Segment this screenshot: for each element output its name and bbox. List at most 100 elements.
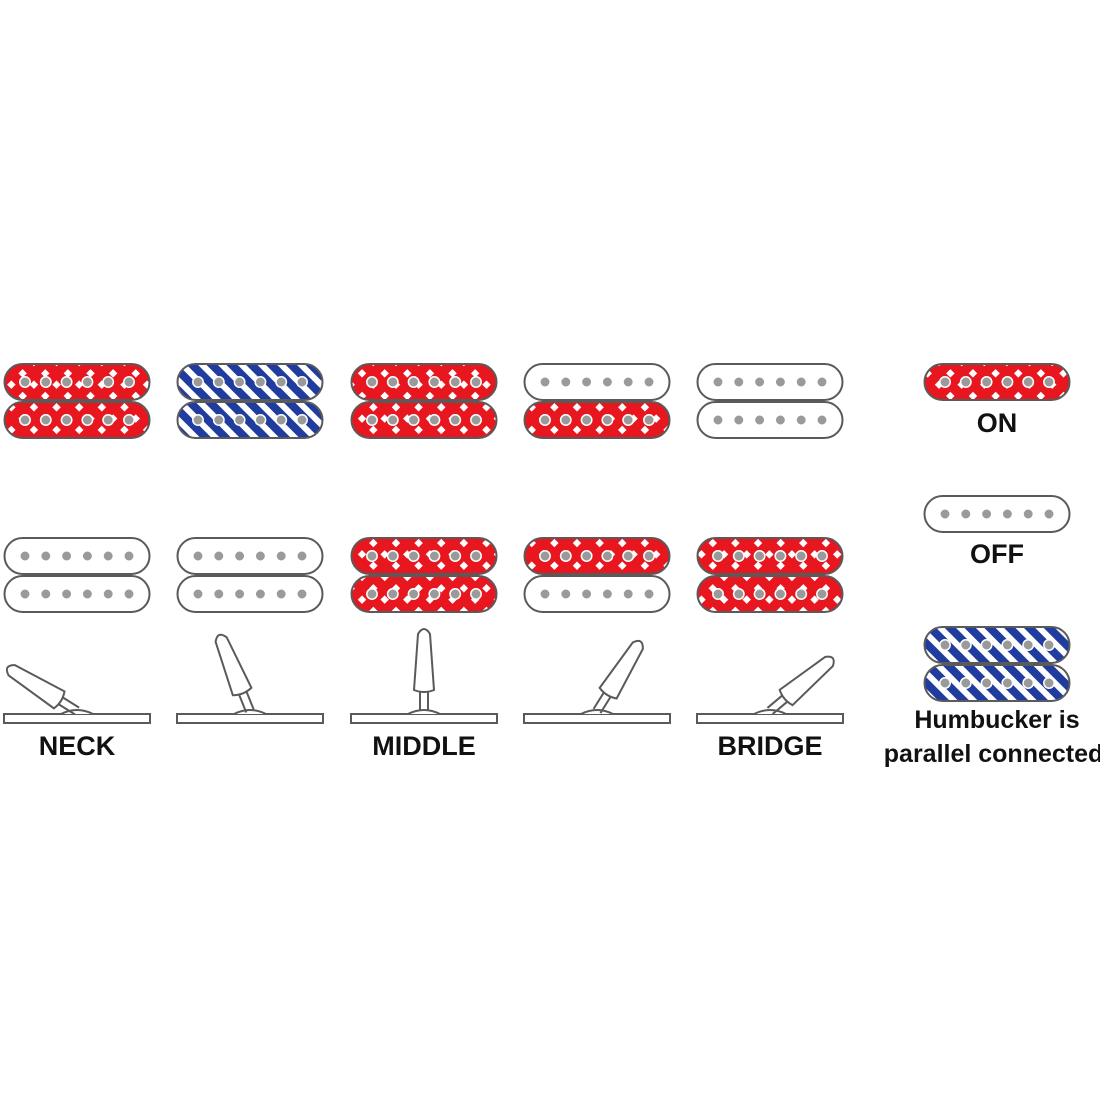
pole-piece bbox=[428, 376, 441, 388]
pole-piece bbox=[712, 588, 724, 600]
pole-piece bbox=[1001, 639, 1014, 651]
pole-piece bbox=[212, 550, 225, 562]
pole-piece bbox=[580, 414, 593, 426]
pole-piece bbox=[980, 639, 993, 651]
pole-piece bbox=[580, 588, 593, 600]
pickup-coil-lower bbox=[350, 401, 498, 439]
coil-body bbox=[923, 363, 1071, 401]
position-label: MIDDLE bbox=[372, 731, 476, 761]
pole-piece bbox=[732, 550, 745, 562]
pole-piece bbox=[580, 550, 593, 562]
pole-piece bbox=[559, 550, 572, 562]
neck-humbucker bbox=[350, 363, 498, 439]
switch-lever bbox=[592, 639, 644, 714]
pole-piece bbox=[449, 376, 462, 388]
pole-piece bbox=[795, 550, 808, 562]
pole-piece bbox=[81, 414, 94, 426]
pole-piece bbox=[254, 550, 267, 562]
pole-piece bbox=[959, 508, 972, 520]
pole-piece bbox=[712, 376, 724, 388]
coil-body bbox=[696, 575, 844, 613]
pole-piece bbox=[622, 414, 635, 426]
pole-piece bbox=[470, 588, 482, 600]
legend-parallel-humbucker bbox=[923, 626, 1071, 702]
pickup-coil-lower bbox=[3, 401, 151, 439]
pole-piece bbox=[959, 639, 972, 651]
pole-piece bbox=[539, 376, 551, 388]
pole-piece bbox=[732, 376, 745, 388]
pole-piece bbox=[192, 550, 204, 562]
pole-piece bbox=[643, 588, 655, 600]
pole-piece bbox=[939, 677, 951, 689]
pole-piece bbox=[449, 414, 462, 426]
switch-lever-tip bbox=[778, 655, 835, 707]
pole-piece bbox=[192, 588, 204, 600]
bridge-humbucker bbox=[523, 537, 671, 613]
pole-piece bbox=[39, 588, 52, 600]
pickup-coil-upper bbox=[350, 537, 498, 575]
coil-body bbox=[923, 664, 1071, 702]
pole-piece bbox=[795, 588, 808, 600]
position-label: BRIDGE bbox=[717, 731, 822, 761]
switch-lever-tip bbox=[5, 664, 66, 710]
coil-body bbox=[523, 363, 671, 401]
pickup-coil-lower bbox=[523, 575, 671, 613]
switch-pivot bbox=[233, 709, 267, 715]
neck-humbucker bbox=[176, 363, 324, 439]
pole-piece bbox=[19, 588, 31, 600]
pole-piece bbox=[712, 414, 724, 426]
pole-piece bbox=[980, 508, 993, 520]
pole-piece bbox=[428, 588, 441, 600]
pole-piece bbox=[816, 414, 828, 426]
bridge-humbucker bbox=[696, 537, 844, 613]
switch-lever bbox=[214, 633, 255, 713]
pole-piece bbox=[366, 376, 378, 388]
pole-piece bbox=[60, 414, 73, 426]
pole-piece bbox=[601, 550, 614, 562]
pole-piece bbox=[1001, 508, 1014, 520]
coil-body bbox=[350, 363, 498, 401]
pole-piece bbox=[470, 376, 482, 388]
pole-piece bbox=[275, 376, 288, 388]
switch-position-5: BRIDGE bbox=[696, 363, 844, 761]
pole-piece bbox=[643, 414, 655, 426]
pickup-coil-upper bbox=[523, 537, 671, 575]
selector-switch-bridge bbox=[696, 655, 844, 724]
pole-piece bbox=[559, 376, 572, 388]
pole-piece bbox=[102, 414, 115, 426]
pole-piece bbox=[212, 414, 225, 426]
coil-body bbox=[923, 495, 1071, 533]
pole-piece bbox=[559, 588, 572, 600]
selector-switch-middle-bridge bbox=[523, 639, 671, 724]
pole-piece bbox=[774, 550, 787, 562]
pole-piece bbox=[275, 588, 288, 600]
pole-piece bbox=[1043, 677, 1055, 689]
pole-piece bbox=[580, 376, 593, 388]
pole-piece bbox=[732, 414, 745, 426]
pole-piece bbox=[386, 414, 399, 426]
pole-piece bbox=[386, 588, 399, 600]
pole-piece bbox=[428, 550, 441, 562]
pole-piece bbox=[407, 588, 420, 600]
pole-piece bbox=[407, 414, 420, 426]
switch-lever bbox=[412, 628, 436, 711]
pole-piece bbox=[233, 550, 246, 562]
pole-piece bbox=[753, 376, 766, 388]
pole-piece bbox=[212, 376, 225, 388]
pole-piece bbox=[601, 414, 614, 426]
pole-piece bbox=[601, 376, 614, 388]
pickup-coil-upper bbox=[696, 537, 844, 575]
coil-body bbox=[176, 363, 324, 401]
pole-piece bbox=[622, 550, 635, 562]
coil-body bbox=[176, 575, 324, 613]
pole-piece bbox=[816, 588, 828, 600]
pole-piece bbox=[296, 588, 308, 600]
pole-piece bbox=[753, 550, 766, 562]
pole-piece bbox=[366, 588, 378, 600]
pole-piece bbox=[254, 376, 267, 388]
pole-piece bbox=[102, 588, 115, 600]
pickup-coil-upper bbox=[176, 537, 324, 575]
legend-on-label: ON bbox=[977, 408, 1018, 438]
